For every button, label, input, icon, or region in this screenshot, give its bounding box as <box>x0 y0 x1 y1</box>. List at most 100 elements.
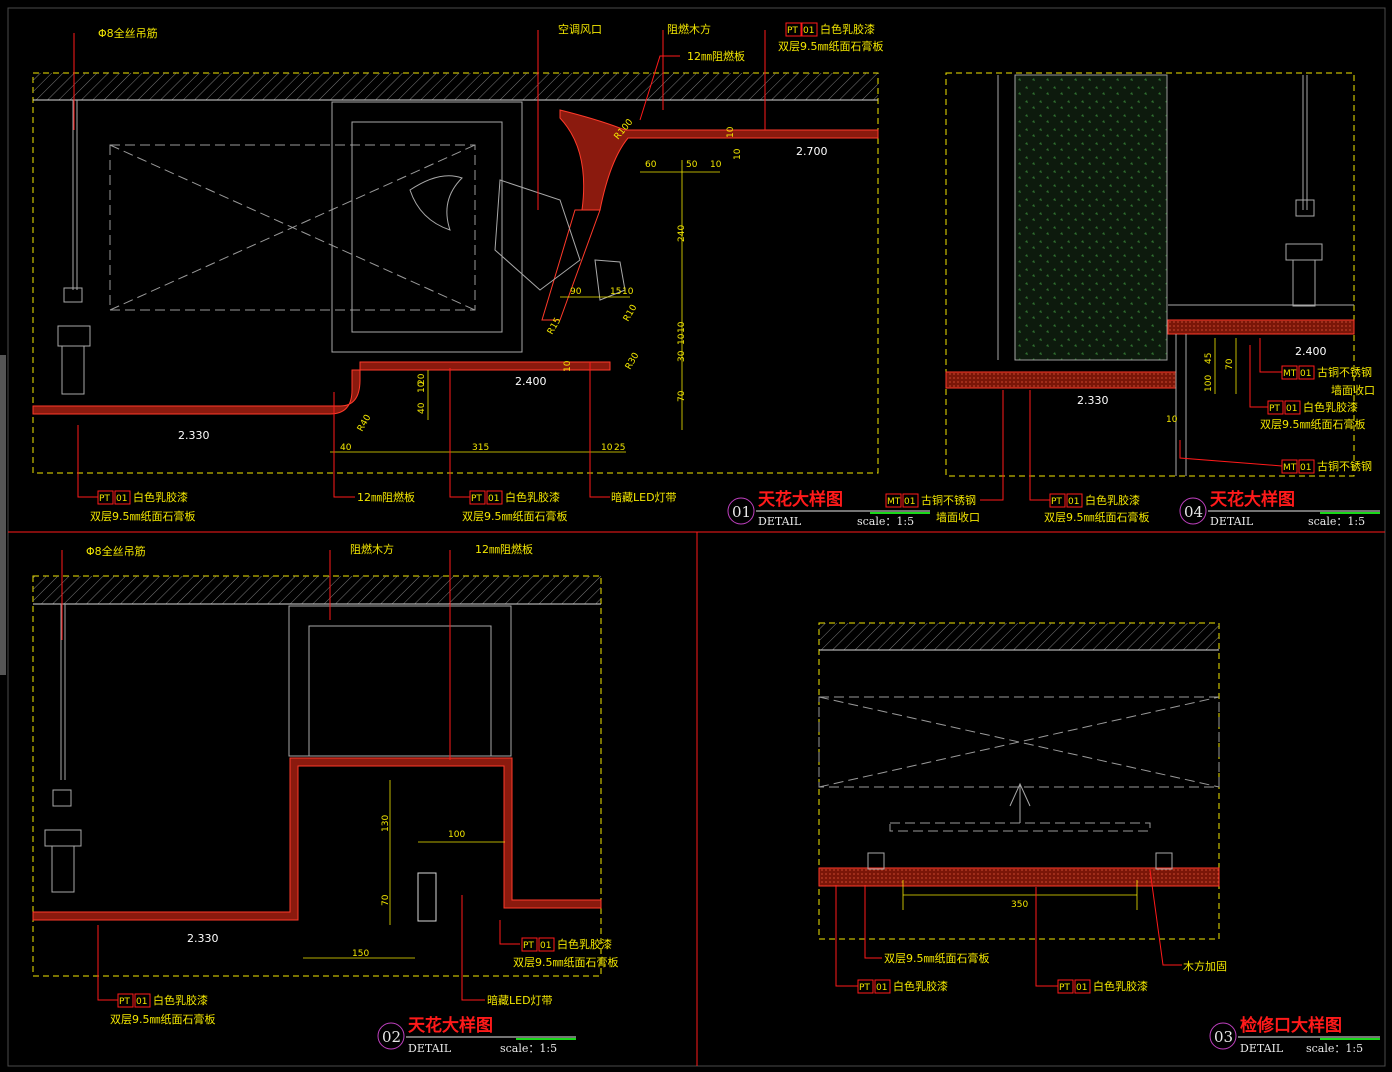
label-paint-top: 白色乳胶漆 <box>820 22 875 36</box>
detail-02-labels: Φ8全丝吊筋 阻燃木方 12㎜阻燃板 PT 01 白色乳胶漆 双层9.5㎜纸面石… <box>86 542 619 1026</box>
svg-text:MT: MT <box>887 497 901 507</box>
svg-text:70: 70 <box>381 894 391 906</box>
svg-text:MT: MT <box>1283 369 1297 379</box>
svg-text:01: 01 <box>540 941 551 951</box>
svg-text:01: 01 <box>488 494 499 504</box>
label-fire-wood-02: 阻燃木方 <box>350 542 394 556</box>
svg-text:10: 10 <box>726 126 736 138</box>
label-air-vent: 空调风口 <box>558 22 602 36</box>
detail-02-leaders <box>61 550 520 1001</box>
level-2330-02: 2.330 <box>187 932 219 945</box>
svg-text:MT: MT <box>1283 463 1297 473</box>
detail-01-leaders <box>73 30 766 498</box>
svg-text:15: 15 <box>610 287 621 297</box>
detail-01-labels: Φ8全丝吊筋 空调风口 阻燃木方 12㎜阻燃板 PT 01 白色乳胶漆 双层9.… <box>90 22 884 523</box>
svg-text:PT: PT <box>523 941 534 951</box>
detail-03-title-block: 03 检修口大样图 DETAIL scale：1:5 <box>1209 1015 1380 1055</box>
label-gypsum-left: 双层9.5㎜纸面石膏板 <box>90 509 196 523</box>
svg-text:01: 01 <box>1068 497 1079 507</box>
level-2330: 2.330 <box>178 429 210 442</box>
svg-text:PT: PT <box>99 494 110 504</box>
detail-03-title: 检修口大样图 <box>1240 1015 1342 1036</box>
svg-text:01: 01 <box>1300 369 1311 379</box>
detail-03-slab <box>819 623 1219 650</box>
svg-text:315: 315 <box>472 443 489 453</box>
svg-text:DETAIL: DETAIL <box>408 1042 452 1055</box>
svg-text:30: 30 <box>677 350 687 362</box>
detail-03-leaders <box>835 869 1182 987</box>
svg-text:10: 10 <box>1166 415 1178 425</box>
svg-text:70: 70 <box>677 390 687 402</box>
label-bronze-steel-right: 古铜不锈钢 <box>1317 365 1372 379</box>
label-paint-right: 白色乳胶漆 <box>1303 400 1358 414</box>
detail-02-title: 天花大样图 <box>408 1015 493 1036</box>
svg-text:01: 01 <box>904 497 915 507</box>
label-fire-board-bottom: 12㎜阻燃板 <box>357 490 415 504</box>
vertical-scrollbar[interactable] <box>0 355 6 675</box>
svg-text:01: 01 <box>1300 463 1311 473</box>
svg-text:scale：1:5: scale：1:5 <box>857 515 914 528</box>
label-fire-wood: 阻燃木方 <box>667 22 711 36</box>
detail-04-title: 天花大样图 <box>1210 489 1295 510</box>
svg-text:45: 45 <box>1204 353 1214 364</box>
detail-02-drawing <box>32 575 602 977</box>
svg-text:100: 100 <box>1204 375 1214 392</box>
label-gypsum-03: 双层9.5㎜纸面石膏板 <box>884 951 990 965</box>
detail-01-title: 天花大样图 <box>758 489 843 510</box>
svg-text:scale：1:5: scale：1:5 <box>1306 1042 1363 1055</box>
detail-04-leaders <box>980 338 1283 501</box>
label-wall-trim-right: 墙面收口 <box>1331 383 1375 397</box>
svg-text:01: 01 <box>116 494 127 504</box>
detail-02-slab <box>33 576 601 604</box>
detail-04-labels: MT 01 古铜不锈钢 墙面收口 PT 01 白色乳胶漆 双层9.5㎜纸面石膏板… <box>885 345 1375 524</box>
label-led-strip: 暗藏LED灯带 <box>611 490 677 504</box>
detail-02-title-block: 02 天花大样图 DETAIL scale：1:5 <box>377 1015 576 1055</box>
detail-03-boundary <box>818 622 1220 940</box>
label-hanger-rod-02: Φ8全丝吊筋 <box>86 544 146 558</box>
svg-text:R40: R40 <box>356 413 374 434</box>
svg-text:10: 10 <box>677 333 687 345</box>
svg-text:R10: R10 <box>622 303 640 324</box>
label-gypsum-02-right: 双层9.5㎜纸面石膏板 <box>513 955 619 969</box>
detail-04-number: 04 <box>1184 503 1203 521</box>
level-2700: 2.700 <box>796 145 828 158</box>
svg-text:PT: PT <box>1051 497 1062 507</box>
label-gypsum-04: 双层9.5㎜纸面石膏板 <box>1044 510 1150 524</box>
label-paint-02-right: 白色乳胶漆 <box>557 937 612 951</box>
svg-text:R15: R15 <box>546 316 564 336</box>
svg-text:130: 130 <box>381 815 391 832</box>
svg-text:DETAIL: DETAIL <box>1240 1042 1284 1055</box>
svg-text:40: 40 <box>340 443 352 453</box>
svg-text:50: 50 <box>686 160 698 170</box>
detail-01-number: 01 <box>732 503 751 521</box>
svg-text:10: 10 <box>733 148 743 160</box>
label-wall-trim-left: 墙面收口 <box>936 510 980 524</box>
label-led-strip-02: 暗藏LED灯带 <box>487 993 553 1007</box>
detail-02-number: 02 <box>382 1028 401 1046</box>
svg-text:25: 25 <box>614 443 625 453</box>
svg-text:01: 01 <box>876 983 887 993</box>
label-paint-left: 白色乳胶漆 <box>133 490 188 504</box>
svg-text:01: 01 <box>803 26 814 36</box>
level-2330-04: 2.330 <box>1077 394 1109 407</box>
label-fire-board-02: 12㎜阻燃板 <box>475 542 533 556</box>
svg-text:60: 60 <box>645 160 657 170</box>
label-paint-02-left: 白色乳胶漆 <box>153 993 208 1007</box>
label-hanger-rod: Φ8全丝吊筋 <box>98 26 158 40</box>
label-paint-03-left: 白色乳胶漆 <box>893 979 948 993</box>
level-2400-04: 2.400 <box>1295 345 1327 358</box>
label-paint-mid: 白色乳胶漆 <box>505 490 560 504</box>
svg-text:PT: PT <box>1059 983 1070 993</box>
label-wood-reinforce: 木方加固 <box>1183 959 1227 973</box>
detail-01-title-block: 01 天花大样图 DETAIL scale：1:5 <box>727 489 930 528</box>
svg-text:01: 01 <box>136 997 147 1007</box>
svg-text:DETAIL: DETAIL <box>1210 515 1254 528</box>
detail-03-labels: 双层9.5㎜纸面石膏板 PT 01 白色乳胶漆 PT 01 白色乳胶漆 木方加固… <box>857 900 1227 994</box>
svg-text:PT: PT <box>471 494 482 504</box>
svg-text:PT: PT <box>859 983 870 993</box>
label-gypsum-02-left: 双层9.5㎜纸面石膏板 <box>110 1012 216 1026</box>
svg-text:350: 350 <box>1011 900 1028 910</box>
svg-text:10: 10 <box>563 360 573 372</box>
svg-text:01: 01 <box>1286 404 1297 414</box>
